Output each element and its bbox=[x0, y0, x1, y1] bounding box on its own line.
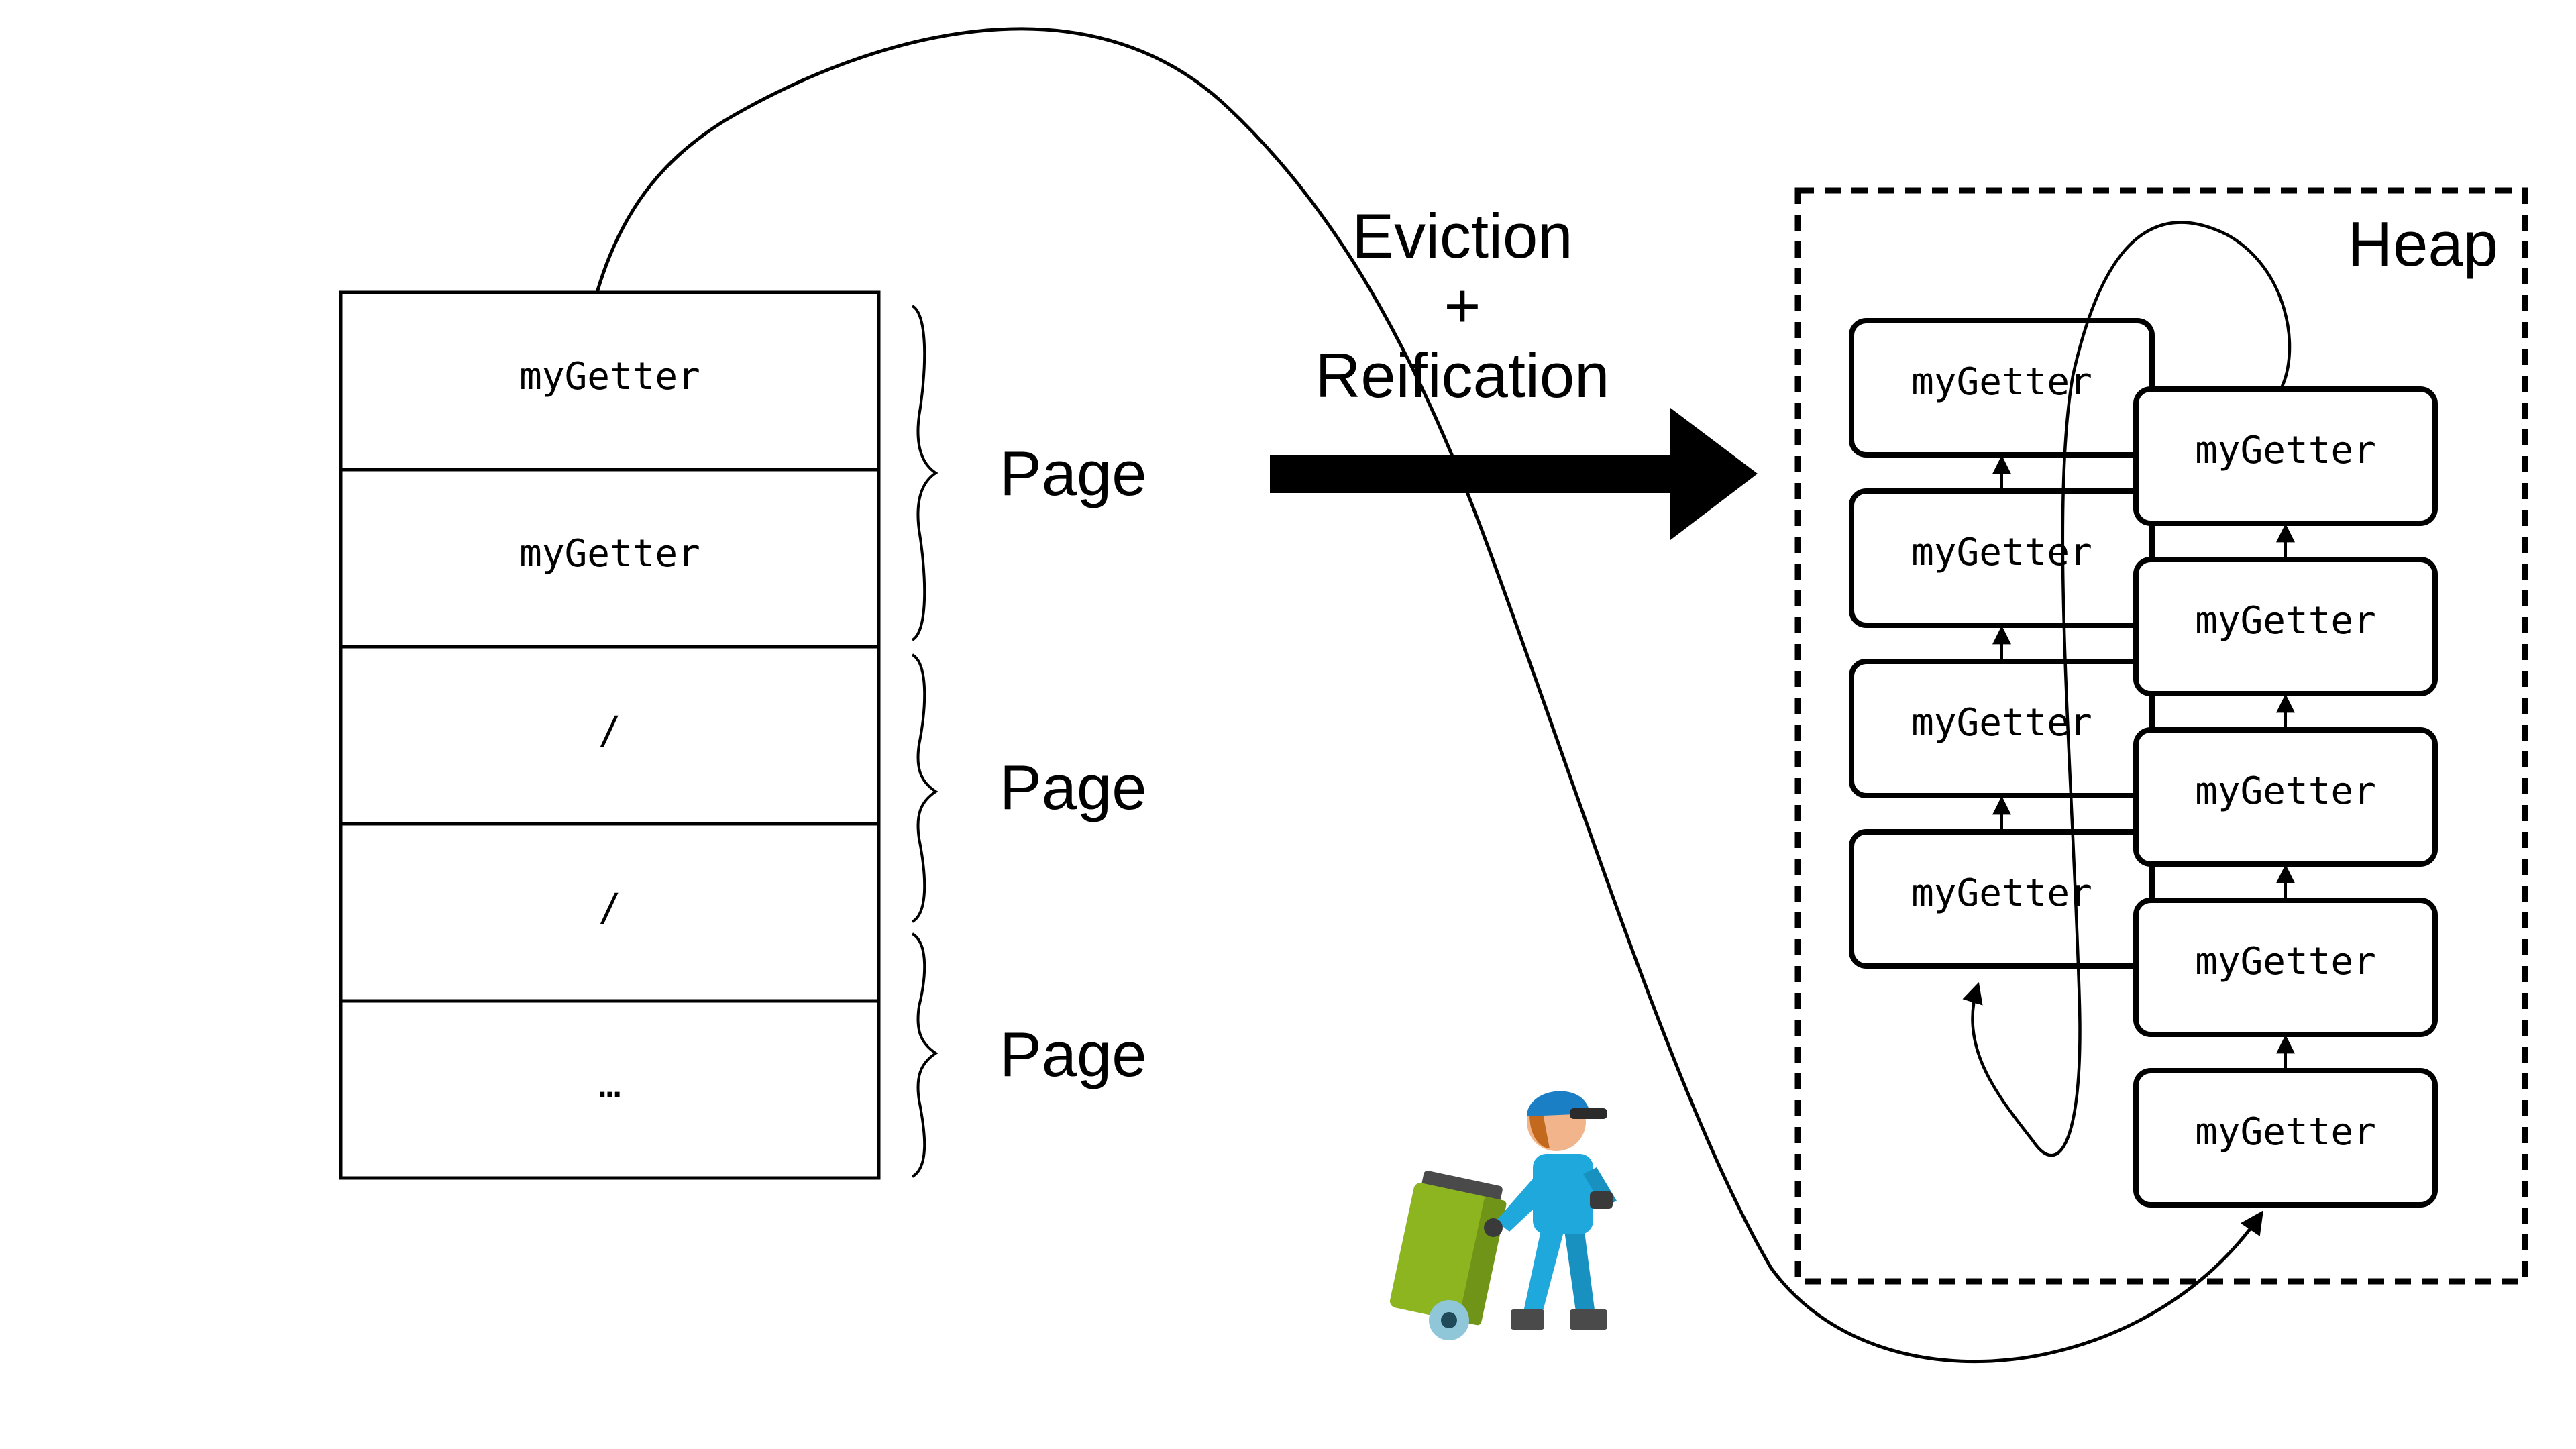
heap-cycle-curve bbox=[1962, 221, 2292, 1157]
worker-boot bbox=[1511, 1309, 1544, 1330]
heap-object-label: myGetter bbox=[2195, 429, 2376, 472]
stack-cell-label: / bbox=[598, 886, 621, 930]
heap-object-label: myGetter bbox=[2195, 599, 2376, 643]
heap-object-label: myGetter bbox=[1911, 531, 2092, 574]
transition-line2: + bbox=[1444, 270, 1481, 341]
stack-cell-label: myGetter bbox=[519, 355, 700, 398]
stack-cell-label: / bbox=[598, 709, 621, 753]
heap-object-label: myGetter bbox=[2195, 1110, 2376, 1154]
transition-line1: Eviction bbox=[1352, 201, 1572, 271]
worker-arm bbox=[1496, 1167, 1556, 1232]
worker-leg bbox=[1523, 1221, 1563, 1316]
heap-object-label: myGetter bbox=[2195, 940, 2376, 983]
heap-label: Heap bbox=[2347, 209, 2498, 279]
page-label: Page bbox=[1000, 438, 1147, 508]
garbage-collector-worker-icon bbox=[1389, 1091, 1617, 1340]
heap-object-label: myGetter bbox=[1911, 360, 2092, 404]
heap-region bbox=[1794, 187, 2528, 1285]
heap-object-label: myGetter bbox=[1911, 701, 2092, 745]
page-braces bbox=[911, 305, 938, 1178]
heap-object bbox=[2133, 1068, 2438, 1208]
page-label: Page bbox=[1000, 1019, 1147, 1089]
page-label: Page bbox=[1000, 752, 1147, 822]
eviction-arrow bbox=[1270, 408, 1758, 540]
page-brace bbox=[911, 932, 938, 1178]
worker-torso bbox=[1533, 1154, 1593, 1234]
heap-object bbox=[2133, 727, 2438, 867]
worker-leg bbox=[1563, 1221, 1595, 1316]
worker-boot bbox=[1570, 1309, 1607, 1330]
worker-glove bbox=[1590, 1191, 1613, 1209]
stack-cell-label: myGetter bbox=[519, 532, 700, 576]
worker-hair bbox=[1529, 1114, 1550, 1148]
page-brace bbox=[911, 305, 938, 641]
worker-cap-visor bbox=[1570, 1108, 1607, 1119]
bin-wheel-hub bbox=[1441, 1312, 1457, 1328]
stack-frame: myGetter myGetter / / … bbox=[339, 290, 881, 1180]
page-brace bbox=[911, 653, 938, 923]
heap-object bbox=[2133, 898, 2438, 1037]
transition-line3: Reification bbox=[1316, 340, 1610, 411]
worker-hand bbox=[1484, 1218, 1503, 1237]
stack-to-heap-curve bbox=[595, 27, 2263, 1364]
stack-cell-label: … bbox=[598, 1063, 621, 1107]
heap-right-column bbox=[2133, 386, 2438, 1208]
heap-object bbox=[2133, 557, 2438, 696]
stack-outline bbox=[339, 290, 881, 1180]
heap-object-label: myGetter bbox=[2195, 769, 2376, 813]
heap-object bbox=[2133, 386, 2438, 526]
heap-links bbox=[1992, 455, 2295, 1069]
heap-object-label: myGetter bbox=[1911, 871, 2092, 915]
